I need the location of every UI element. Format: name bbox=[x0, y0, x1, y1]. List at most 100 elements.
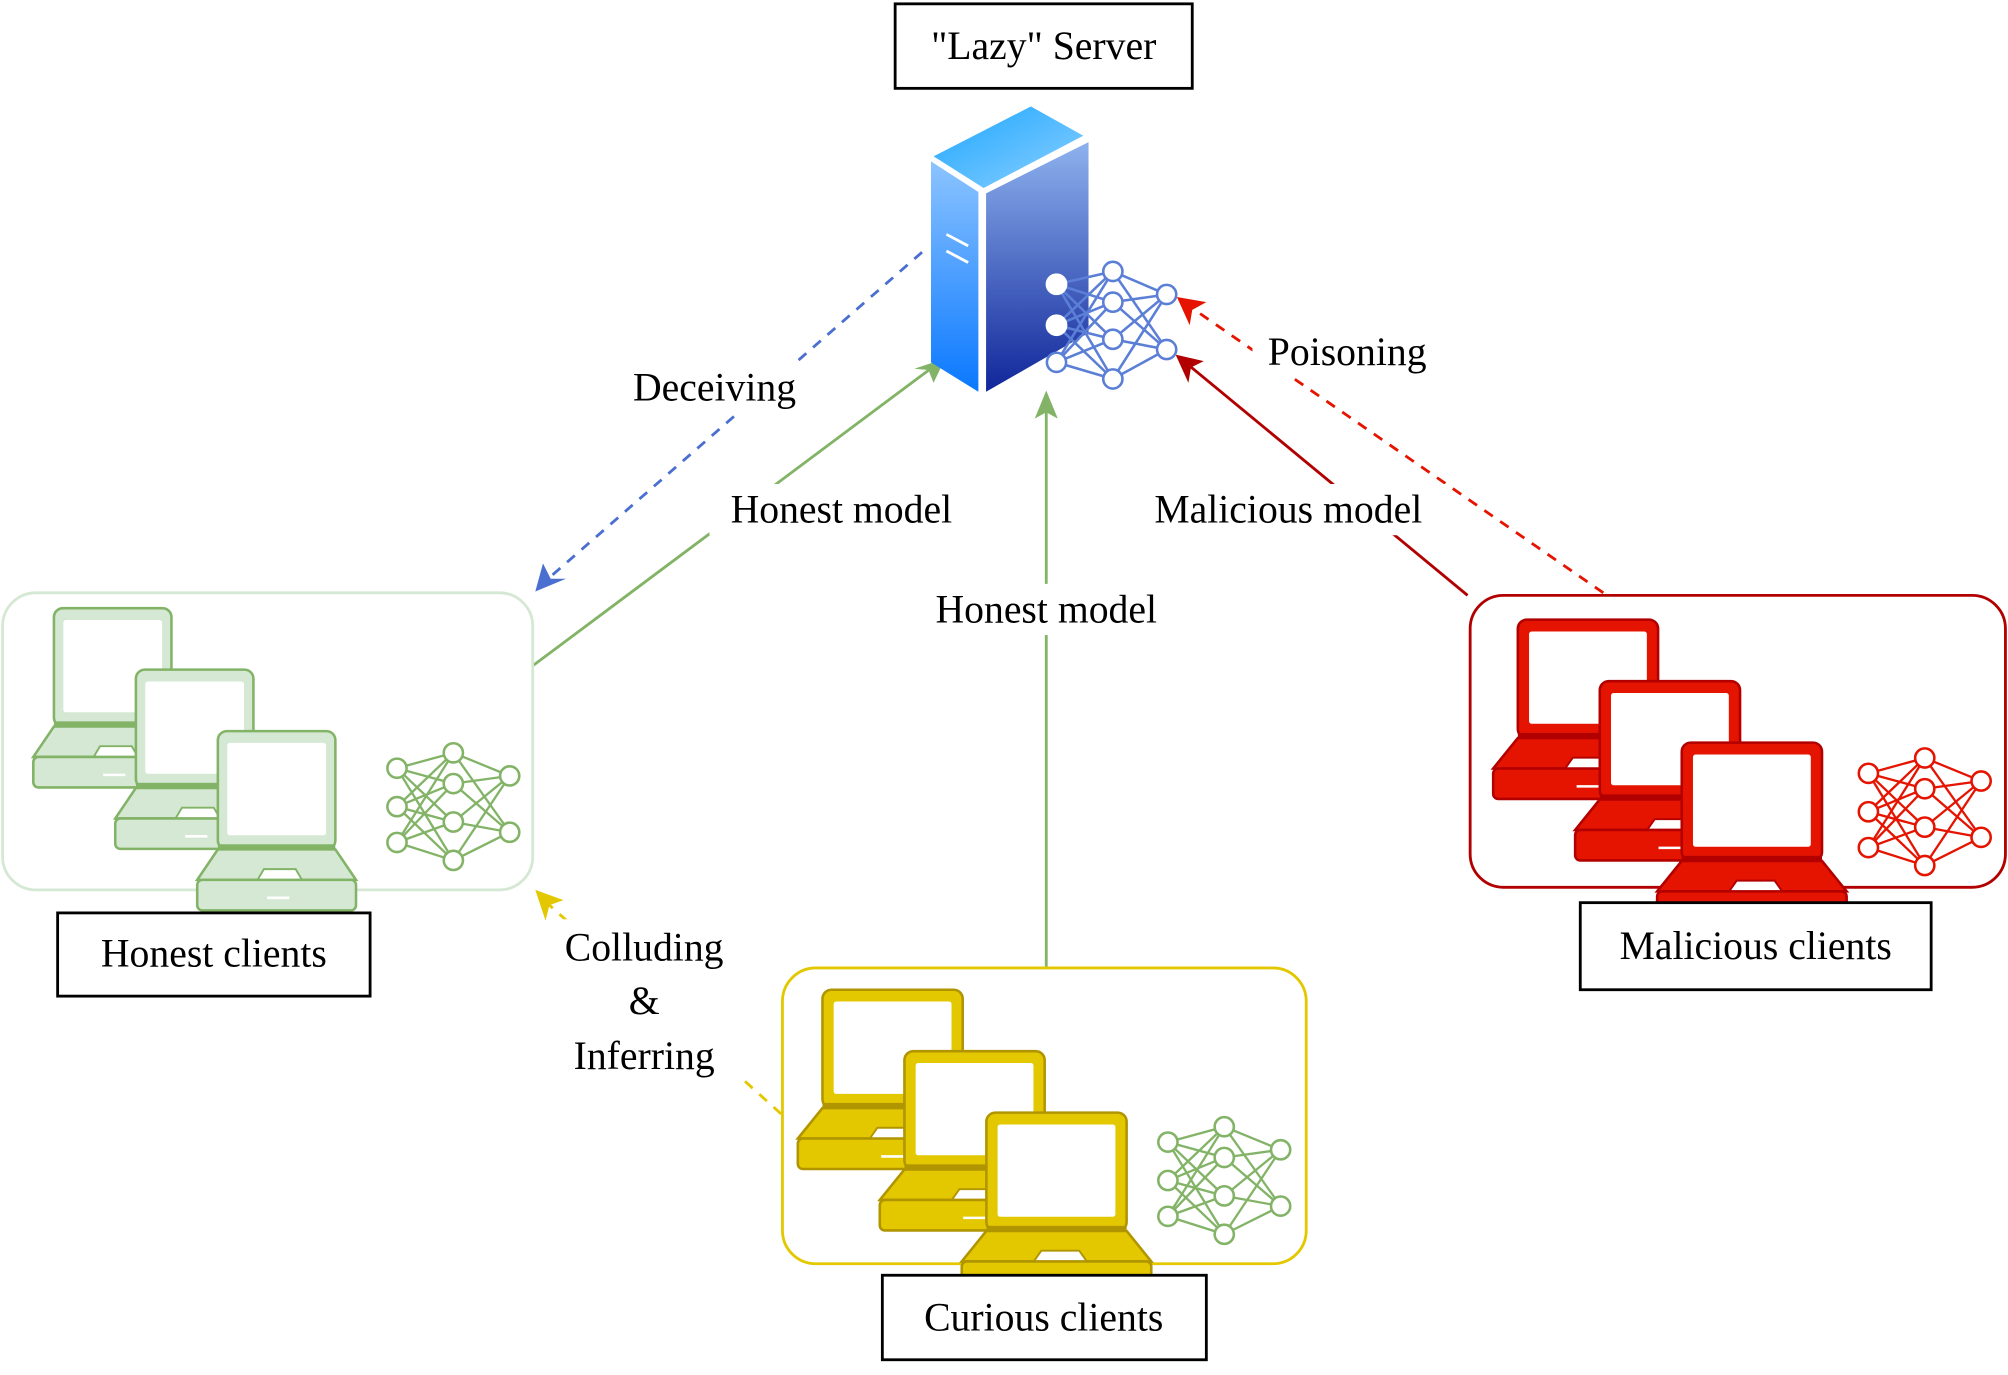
nn-connection bbox=[1924, 787, 1982, 839]
honest-neural-network-icon bbox=[386, 741, 521, 872]
nn-node bbox=[1157, 1131, 1179, 1153]
label-bg bbox=[709, 483, 974, 536]
nn-node bbox=[498, 821, 521, 844]
nn-node bbox=[1970, 826, 1992, 849]
nn-node bbox=[1155, 283, 1178, 306]
nn-connection bbox=[1923, 757, 1983, 839]
poisoning-line bbox=[1190, 306, 1605, 594]
curious-honest-model-arrowhead-icon bbox=[1034, 390, 1058, 419]
malicious-model-arrowhead-icon bbox=[1175, 354, 1204, 383]
nn-node bbox=[1913, 777, 1936, 800]
edge-malicious-model bbox=[1175, 354, 1469, 597]
nn-node bbox=[1155, 338, 1178, 361]
nn-connection bbox=[1055, 301, 1114, 364]
nn-connection bbox=[1924, 780, 1982, 829]
edge-deceiving bbox=[535, 251, 923, 592]
nn-node bbox=[1213, 1223, 1236, 1246]
nn-connection bbox=[1167, 1125, 1226, 1182]
honest-clients-label: Honest clients bbox=[101, 932, 327, 976]
nn-connection bbox=[452, 775, 511, 862]
nn-node bbox=[1913, 816, 1936, 839]
nn-node bbox=[1857, 762, 1880, 785]
nn-node bbox=[442, 772, 465, 795]
nn-connection bbox=[1867, 810, 1926, 867]
nn-connection bbox=[1923, 780, 1983, 867]
curious-laptops bbox=[795, 988, 1154, 1294]
colluding-arrowhead-icon bbox=[535, 889, 564, 921]
edge-label-colluding: Colluding bbox=[565, 925, 724, 969]
malicious-model-line bbox=[1187, 363, 1469, 597]
nn-connection bbox=[396, 782, 455, 844]
nn-node bbox=[1101, 328, 1124, 351]
label-bg bbox=[617, 362, 812, 414]
nn-connection bbox=[1223, 1126, 1282, 1207]
poisoning-arrowhead-icon bbox=[1176, 297, 1207, 326]
edge-label-ampersand: & bbox=[629, 979, 660, 1023]
nn-connection bbox=[1111, 270, 1168, 351]
nn-connection bbox=[1112, 301, 1168, 351]
nn-node bbox=[1045, 314, 1068, 337]
laptop-icon bbox=[194, 729, 359, 912]
nn-node bbox=[1857, 800, 1880, 823]
nn-connection bbox=[1867, 757, 1926, 849]
nn-node bbox=[386, 831, 408, 854]
nn-node bbox=[1269, 1195, 1292, 1217]
nn-node bbox=[442, 811, 465, 833]
malicious-clients-label-frame bbox=[1578, 901, 1933, 992]
nn-connection bbox=[1223, 1148, 1282, 1197]
nn-connection bbox=[452, 775, 511, 823]
nn-node bbox=[1970, 770, 1992, 792]
edge-label-curious-honest-model: Honest model bbox=[935, 587, 1157, 631]
nn-node bbox=[1913, 747, 1936, 769]
honest-clients-group: Honest clients bbox=[1, 591, 535, 998]
label-bg bbox=[1129, 483, 1448, 536]
nn-connection bbox=[396, 805, 455, 862]
server-label: "Lazy" Server bbox=[931, 24, 1156, 68]
server-label-box: "Lazy" Server bbox=[893, 2, 1194, 90]
curious-clients-label-frame bbox=[880, 1273, 1208, 1362]
edge-label-deceiving: Deceiving bbox=[633, 366, 796, 410]
nn-node bbox=[1857, 836, 1880, 859]
nn-connection bbox=[1167, 1179, 1226, 1236]
nn-connection bbox=[1111, 293, 1168, 380]
server-label-frame bbox=[893, 2, 1194, 90]
nn-node bbox=[1045, 351, 1068, 374]
edge-label-malicious-model: Malicious model bbox=[1154, 487, 1422, 531]
nn-node bbox=[1269, 1138, 1292, 1161]
curious-clients-label: Curious clients bbox=[924, 1295, 1163, 1339]
edge-honest-model-curious bbox=[1034, 390, 1058, 968]
nn-connection bbox=[452, 752, 511, 833]
nn-connection bbox=[1167, 1156, 1226, 1218]
nn-node bbox=[1101, 291, 1124, 314]
laptop-icon bbox=[1654, 741, 1850, 924]
nn-connection bbox=[1055, 270, 1114, 364]
honest-laptops bbox=[30, 606, 359, 912]
deceiving-arrowhead-icon bbox=[535, 563, 567, 592]
edge-label-inferring: Inferring bbox=[574, 1034, 715, 1078]
nn-node bbox=[498, 765, 521, 787]
nn-node bbox=[1157, 1169, 1179, 1192]
nn-connection bbox=[396, 752, 455, 808]
laptop-icon bbox=[959, 1111, 1154, 1294]
nn-connection bbox=[1055, 270, 1114, 327]
nn-node bbox=[1913, 854, 1936, 877]
malicious-neural-network-icon bbox=[1857, 747, 1992, 877]
edge-poisoning bbox=[1176, 297, 1605, 594]
honest-clients-label-frame bbox=[56, 911, 372, 998]
edge-label-poisoning: Poisoning bbox=[1268, 330, 1427, 374]
nn-connection bbox=[1223, 1156, 1282, 1207]
nn-node bbox=[1213, 1115, 1236, 1138]
nn-connection bbox=[1055, 283, 1114, 341]
server-neural-network-icon bbox=[1045, 260, 1178, 390]
nn-node bbox=[1213, 1146, 1236, 1169]
label-bg bbox=[1252, 326, 1442, 378]
nn-connection bbox=[452, 782, 511, 834]
nn-node bbox=[1213, 1184, 1236, 1207]
nn-connection bbox=[396, 752, 455, 844]
nn-node bbox=[442, 849, 465, 872]
nn-node bbox=[386, 795, 408, 818]
nn-connection bbox=[1166, 1126, 1226, 1217]
nn-node bbox=[386, 757, 408, 780]
